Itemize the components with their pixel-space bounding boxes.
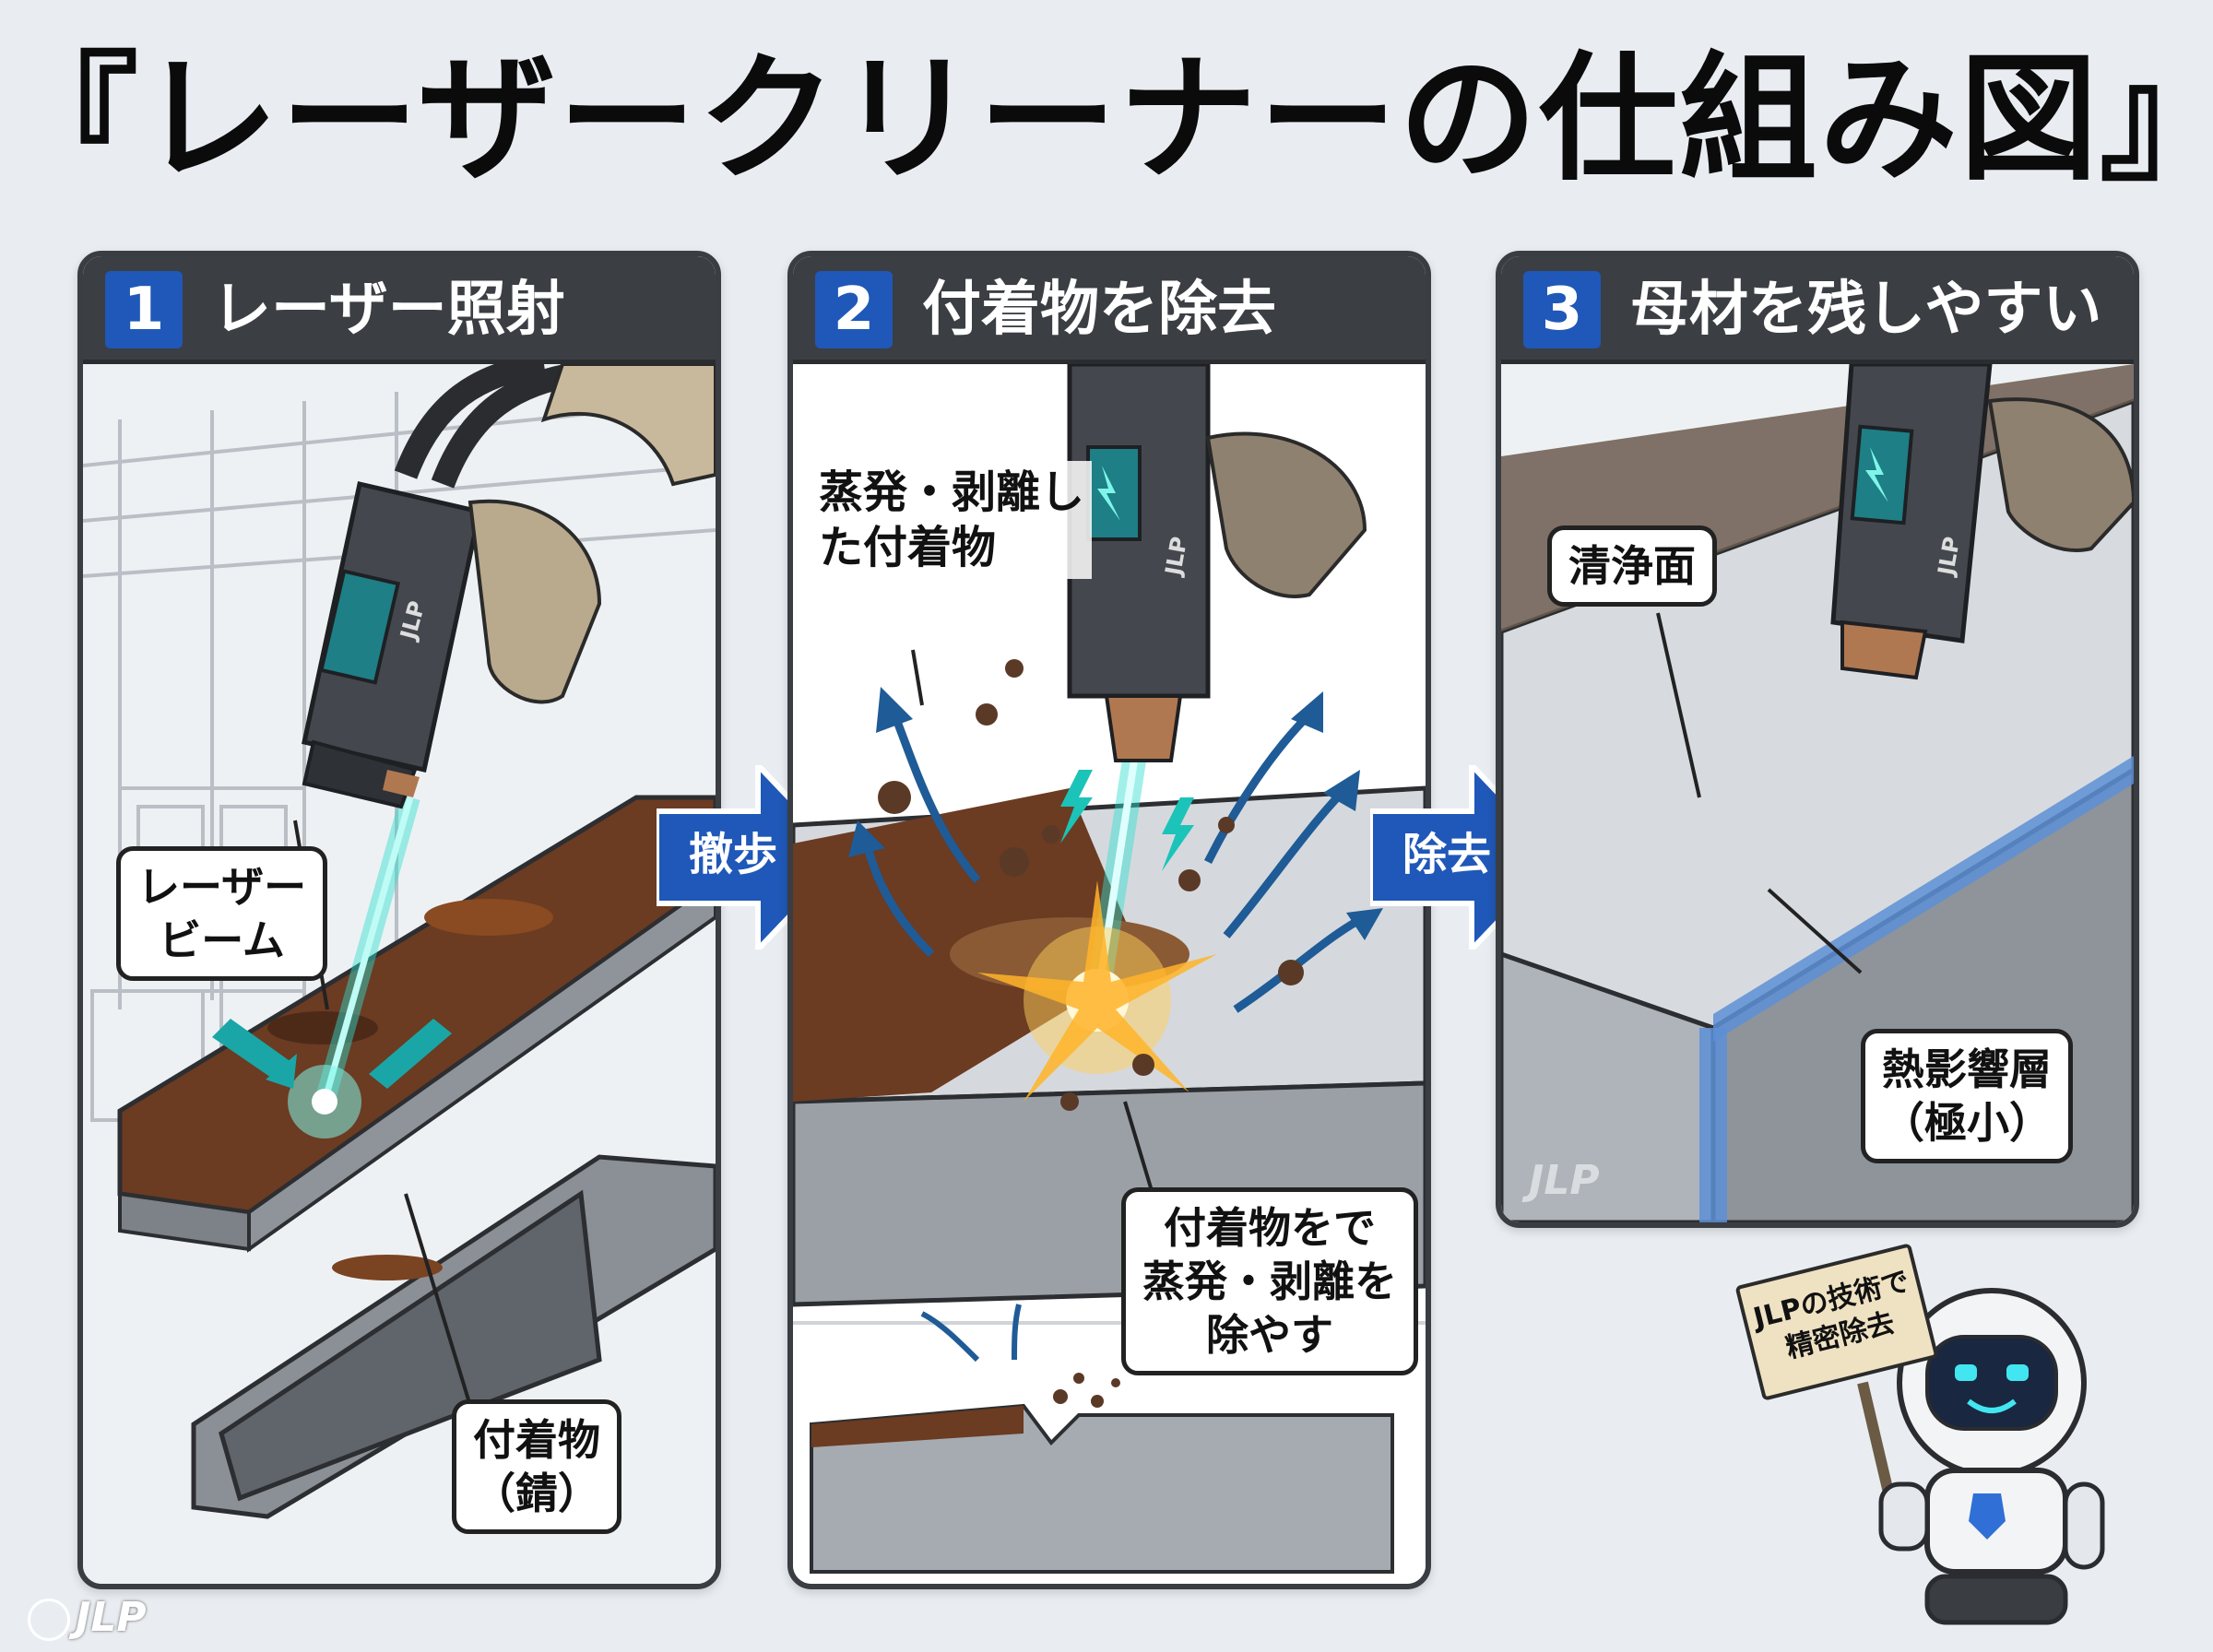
robot-mascot xyxy=(1857,1288,2105,1625)
panel-header: 2 付着物を除去 xyxy=(793,256,1426,364)
laser-cleaner-gun: JLP xyxy=(1830,364,2134,680)
flow-arrow-label: 撤歩 xyxy=(688,829,777,880)
callout-line: 蒸発・剥離を xyxy=(1142,1257,1397,1306)
laser-spark xyxy=(977,759,1217,1102)
brand-logo-text: JLP xyxy=(76,1594,147,1641)
lightning-icon xyxy=(1060,770,1194,871)
step-number-badge: 1 xyxy=(105,271,183,348)
panel-header: 1 レーザー照射 xyxy=(83,256,716,364)
arrow-heads xyxy=(848,687,1383,940)
label-evaporated-deposit: 蒸発・剥離し た付着物 xyxy=(811,461,1093,579)
panel-laser-irradiation: 1 レーザー照射 xyxy=(77,251,721,1589)
step-number-badge: 2 xyxy=(815,271,893,348)
callout-evaporation-process: 付着物をで 蒸発・剥離を 除やす xyxy=(1121,1187,1418,1375)
callout-deposit-rust: 付着物 （錆） xyxy=(452,1399,621,1534)
callout-laser-beam: レーザー ビーム xyxy=(116,846,328,981)
callout-line: 付着物をで xyxy=(1164,1203,1376,1253)
callout-line: 除やす xyxy=(1206,1310,1333,1360)
base-material-illustration: JLP JLP xyxy=(1501,364,2134,1222)
label-line: 蒸発・剥離し xyxy=(819,466,1085,518)
laser-beam xyxy=(288,795,420,1139)
debris-trajectory-arrows xyxy=(862,711,1367,1013)
cross-section-view xyxy=(810,1304,1394,1574)
deposit-removal-illustration: JLP xyxy=(793,364,1426,1584)
panel-header: 3 母材を残しやすい xyxy=(1501,256,2134,364)
laser-cleaner-gun: JLP xyxy=(1067,364,1367,762)
callout-line: レーザー xyxy=(137,862,307,912)
callout-line: （錆） xyxy=(473,1469,600,1518)
callout-clean-surface: 清浄面 xyxy=(1547,525,1717,607)
step-title: 付着物を除去 xyxy=(922,276,1276,344)
callout-line: 熱影響層 xyxy=(1882,1044,2052,1094)
laser-irradiation-illustration: JLP xyxy=(83,364,716,1584)
watermark-logo-text: JLP xyxy=(1521,1157,1600,1204)
label-line: た付着物 xyxy=(819,522,997,573)
page-title: 『レーザークリーナーの仕組み図』 xyxy=(0,40,2213,200)
panel-base-material-preserved: 3 母材を残しやすい JLP JLP 清浄面 熱影響層 （極小） xyxy=(1496,251,2139,1228)
callout-line: （極小） xyxy=(1882,1098,2052,1148)
step-title: レーザー照射 xyxy=(212,276,565,344)
flow-arrow-label: 除去 xyxy=(1402,829,1491,880)
laser-cleaner-gun: JLP xyxy=(302,364,716,809)
panel-deposit-removal: 2 付着物を除去 xyxy=(787,251,1431,1589)
brand-logo-icon xyxy=(28,1599,70,1641)
callout-line: ビーム xyxy=(159,915,285,965)
callout-heat-affected-zone: 熱影響層 （極小） xyxy=(1861,1029,2073,1163)
step-title: 母材を残しやすい xyxy=(1630,276,2102,344)
callout-line: 付着物 xyxy=(473,1415,600,1465)
step-number-badge: 3 xyxy=(1523,271,1601,348)
h-beam xyxy=(117,795,716,1519)
debris-particles xyxy=(878,659,1304,1111)
focus-arrows xyxy=(212,1019,452,1089)
